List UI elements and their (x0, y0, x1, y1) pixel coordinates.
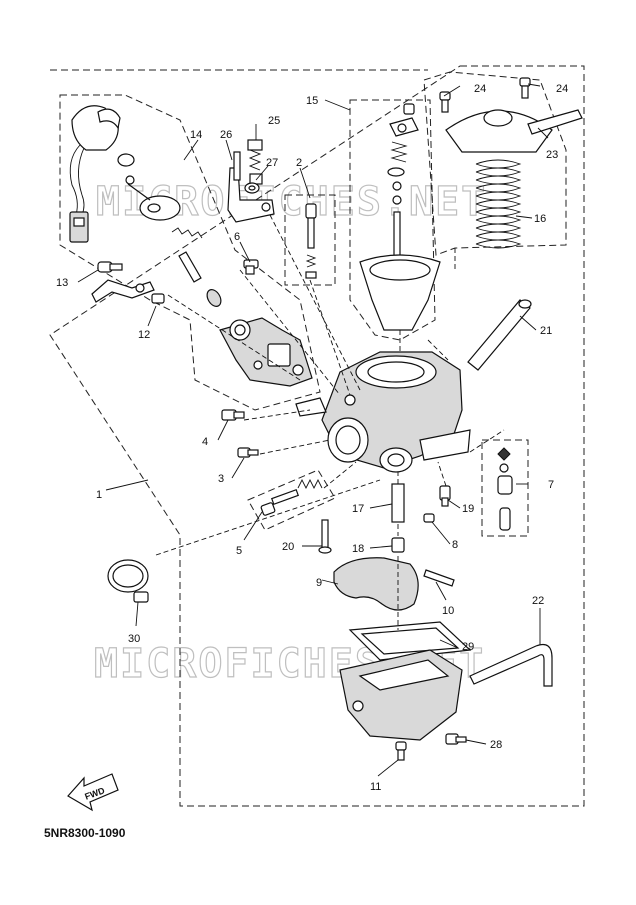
callout-11: 11 (370, 781, 381, 793)
callout-6: 6 (234, 231, 240, 243)
group-5-boundary (247, 469, 336, 531)
callout-9: 9 (316, 577, 322, 589)
callout-7: 7 (548, 479, 554, 491)
callout-23: 23 (546, 149, 558, 161)
group-2-boundary (284, 194, 336, 286)
throttle-sensor-assembly (69, 105, 181, 243)
jets-and-pins (318, 483, 451, 554)
forward-direction-arrow: FWD (67, 773, 119, 812)
callout-8: 8 (452, 539, 458, 551)
callout-21: 21 (540, 325, 552, 337)
throttle-link-parts (171, 227, 313, 387)
float-needle-set (497, 447, 513, 531)
screw-6 (243, 259, 259, 275)
callout-2: 2 (296, 157, 302, 169)
callout-26: 26 (220, 129, 232, 141)
assembly-boundary (49, 65, 585, 807)
callout-25: 25 (268, 115, 280, 127)
callout-10: 10 (442, 605, 454, 617)
drain-hose-22 (469, 643, 553, 687)
callout-5: 5 (236, 545, 242, 557)
carburetor-body (295, 351, 471, 473)
callout-1: 1 (96, 489, 102, 501)
callout-27: 27 (266, 157, 278, 169)
vent-hose-21 (467, 299, 532, 371)
callout-4: 4 (202, 436, 208, 448)
callout-3: 3 (218, 473, 224, 485)
callout-20: 20 (282, 541, 294, 553)
callout-12: 12 (138, 329, 150, 341)
pilot-screw-set (305, 203, 317, 279)
callout-24-left: 24 (474, 83, 486, 95)
callout-30: 30 (128, 633, 140, 645)
callout-18: 18 (352, 543, 364, 555)
callout-24-right: 24 (556, 83, 568, 95)
throttle-stop-screw (260, 478, 323, 516)
hose-clamp-30 (107, 559, 149, 603)
callout-13: 13 (56, 277, 68, 289)
callout-17: 17 (352, 503, 364, 515)
leader-lines (77, 83, 549, 777)
callout-29: 29 (462, 641, 474, 653)
group-7-boundary (481, 439, 529, 537)
catalog-code: 5NR8300-1090 (44, 826, 126, 840)
throttle-lever (91, 261, 165, 304)
callout-15: 15 (306, 95, 318, 107)
float-assembly (333, 557, 455, 611)
callout-28: 28 (490, 739, 502, 751)
float-bowl-assembly (339, 621, 472, 761)
jet-needle-group (359, 103, 441, 331)
callout-19: 19 (462, 503, 474, 515)
screws-3-4 (221, 409, 259, 458)
group-15-boundary (349, 99, 436, 341)
starter-plunger-bracket (227, 139, 275, 223)
vacuum-cover-spring (439, 77, 583, 249)
callout-22: 22 (532, 595, 544, 607)
callout-16: 16 (534, 213, 546, 225)
callout-14: 14 (190, 129, 202, 141)
